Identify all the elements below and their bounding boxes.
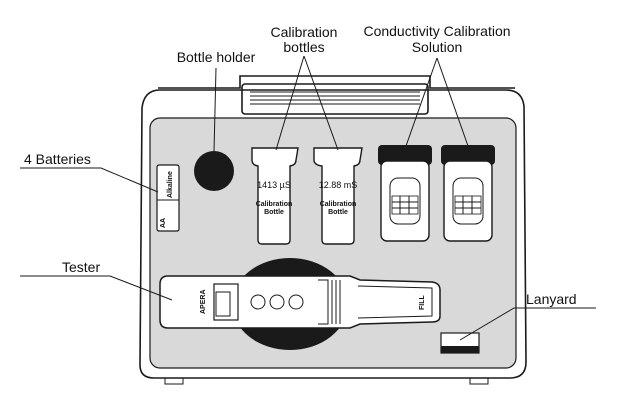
bottle-2-label-line1: Calibration (320, 201, 357, 208)
leader-lines (20, 55, 596, 341)
batteries: Alkaline AA (156, 164, 180, 232)
conductivity-solution-bottle-2 (441, 145, 495, 242)
tester-fill-text: FILL (419, 295, 426, 310)
label-conductivity-solution-line2: Solution (412, 39, 463, 55)
conductivity-solution-bottle-1 (378, 145, 432, 242)
tester-brand-text: APERA (200, 289, 207, 314)
calibration-bottle-1: 1413 µS Calibration Bottle (251, 147, 299, 245)
label-lanyard: Lanyard (526, 291, 577, 307)
calibration-bottle-2: 12.88 mS Calibration Bottle (313, 147, 363, 245)
lanyard (440, 332, 480, 354)
bottle-1-label-line1: Calibration (256, 201, 293, 208)
label-bottle-holder: Bottle holder (177, 49, 256, 65)
case-lid (158, 75, 515, 115)
label-tester: Tester (62, 259, 100, 275)
bottle-2-value: 12.88 mS (319, 180, 358, 190)
bottle-2-label-line2: Bottle (328, 209, 348, 216)
label-conductivity-solution-line1: Conductivity Calibration (363, 23, 510, 39)
bottle-holder (194, 151, 234, 191)
label-4-batteries: 4 Batteries (24, 151, 91, 167)
bottle-1-label-line2: Bottle (264, 209, 284, 216)
bottle-1-value: 1413 µS (257, 180, 291, 190)
battery-brand-text: Alkaline (167, 171, 174, 198)
tester: APERA FILL (159, 275, 441, 329)
label-calibration-bottles-line1: Calibration (271, 24, 338, 40)
label-calibration-bottles-line2: bottles (283, 39, 324, 55)
battery-size-text: AA (160, 218, 167, 228)
